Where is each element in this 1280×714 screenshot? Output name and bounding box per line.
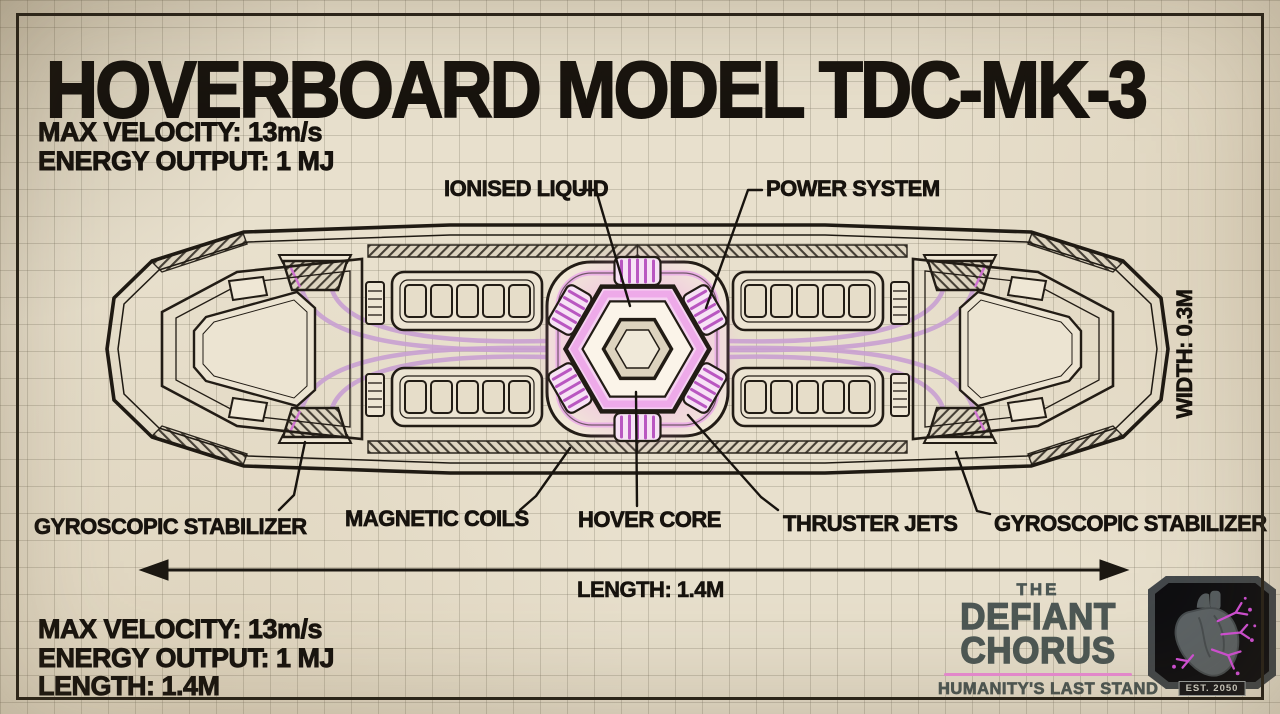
specs-top: MAX VELOCITY: 13m/s ENERGY OUTPUT: 1 MJ <box>38 117 335 176</box>
callout-leader-lines <box>277 188 992 516</box>
badge-inner <box>1155 583 1269 682</box>
callout-thruster-jets: THRUSTER JETS <box>783 511 959 537</box>
callout-hover-core: HOVER CORE <box>578 507 722 533</box>
badge-est-label: EST. 2050 <box>1178 681 1246 696</box>
length-dimension-arrow <box>138 559 1130 581</box>
callout-power-system: POWER SYSTEM <box>766 176 941 202</box>
logo-defiant-chorus: THE DEFIANT CHORUS HUMANITY'S LAST STAND <box>938 580 1159 699</box>
logo-word-defiant: DEFIANT <box>960 596 1116 637</box>
logo-divider <box>944 673 1132 677</box>
heart-icon <box>1172 590 1257 677</box>
spec-energy-output: ENERGY OUTPUT: 1 MJ <box>38 145 335 176</box>
frame-border <box>16 13 1264 700</box>
length-dimension-label: LENGTH: 1.4M <box>577 577 725 603</box>
spec-length-bottom: LENGTH: 1.4M <box>38 671 221 702</box>
logo-word-chorus: CHORUS <box>960 630 1116 672</box>
callout-gyroscopic-stabilizer-right: GYROSCOPIC STABILIZER <box>994 511 1268 537</box>
spec-max-velocity: MAX VELOCITY: 13m/s <box>38 117 323 147</box>
logo-tagline: HUMANITY'S LAST STAND <box>938 680 1159 699</box>
callout-ionised-liquid: IONISED LIQUID <box>444 176 609 202</box>
logo-line-the: THE <box>1016 580 1060 600</box>
logo-badge: EST. 2050 <box>1148 576 1276 696</box>
specs-bottom: MAX VELOCITY: 13m/s ENERGY OUTPUT: 1 MJ … <box>38 614 335 702</box>
spec-max-velocity-bottom: MAX VELOCITY: 13m/s <box>38 614 323 644</box>
callout-gyroscopic-stabilizer-left: GYROSCOPIC STABILIZER <box>34 514 308 540</box>
page-title: HOVERBOARD MODEL TDC-MK-3 <box>45 44 1149 135</box>
spec-energy-output-bottom: ENERGY OUTPUT: 1 MJ <box>38 642 335 673</box>
callout-magnetic-coils: MAGNETIC COILS <box>345 506 530 532</box>
hover-core-assembly <box>533 245 742 453</box>
